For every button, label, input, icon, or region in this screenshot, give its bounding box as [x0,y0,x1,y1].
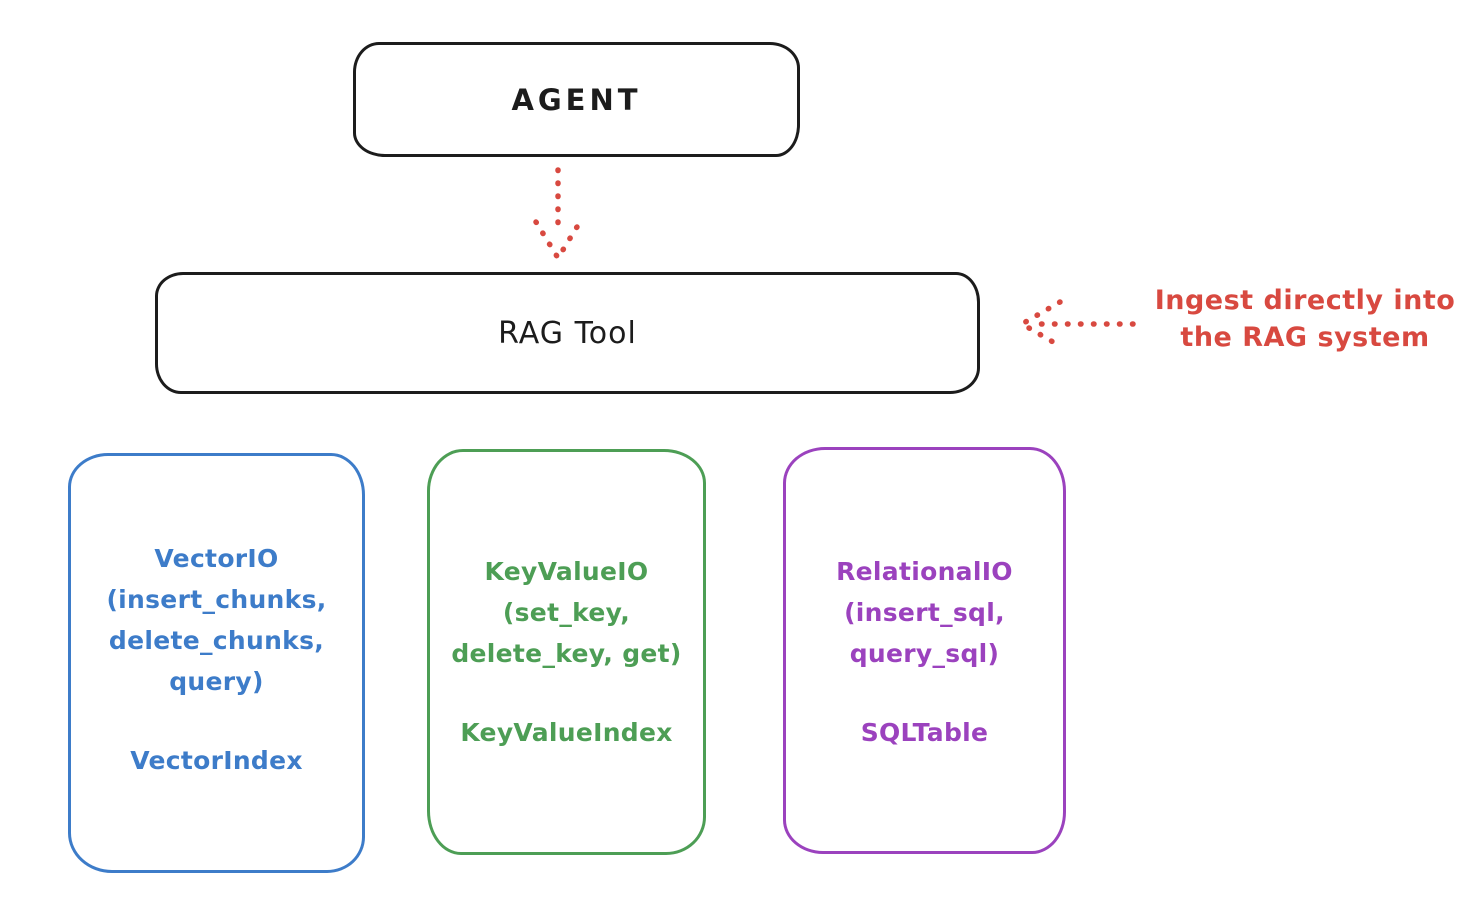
ingest-annotation-line1: Ingest directly into [1154,285,1456,316]
relational-io-method-line: query_sql) [849,639,1000,668]
relational-io-methods: RelationalIO (insert_sql, query_sql) [786,551,1063,674]
vector-io-methods: VectorIO (insert_chunks, delete_chunks, … [71,538,362,702]
vector-index-label: VectorIndex [130,746,303,775]
key-value-io-title: KeyValueIO [484,557,649,586]
ingest-dotted-left-arrow-icon [1019,299,1136,349]
vector-io-method-line: delete_chunks, [108,626,325,655]
vector-io-node: VectorIO (insert_chunks, delete_chunks, … [68,453,365,873]
key-value-io-node: KeyValueIO (set_key, delete_key, get) Ke… [427,449,706,855]
rag-tool-node: RAG Tool [155,272,980,394]
agent-to-rag-dotted-down-arrow-icon [533,167,583,261]
agent-label: AGENT [511,82,642,117]
relational-io-title: RelationalIO [836,557,1013,586]
vector-io-method-line: (insert_chunks, [106,585,327,614]
key-value-index-label: KeyValueIndex [460,718,673,747]
key-value-io-method-line: (set_key, [502,598,631,627]
relational-io-node: RelationalIO (insert_sql, query_sql) SQL… [783,447,1066,854]
sql-table-label: SQLTable [860,718,989,747]
key-value-io-methods: KeyValueIO (set_key, delete_key, get) [430,551,703,674]
agent-node: AGENT [353,42,800,157]
rag-tool-label: RAG Tool [498,315,637,351]
vector-io-title: VectorIO [154,544,279,573]
ingest-annotation-line2: the RAG system [1180,322,1430,353]
ingest-annotation: Ingest directly into the RAG system [1140,282,1470,356]
relational-io-method-line: (insert_sql, [844,598,1005,627]
key-value-io-method-line: delete_key, get) [451,639,682,668]
vector-io-method-line: query) [169,667,264,696]
